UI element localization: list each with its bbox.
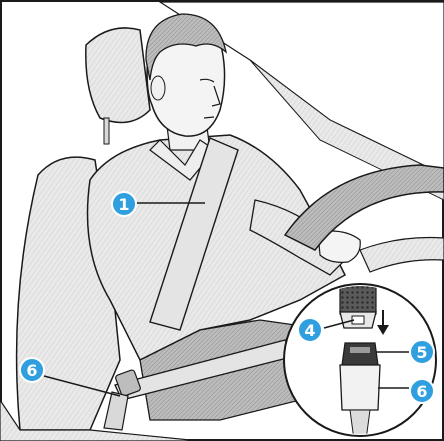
driver-ear bbox=[151, 76, 165, 100]
headrest-post bbox=[104, 118, 109, 144]
callout-6-buckle-label: 6 bbox=[416, 382, 427, 401]
callout-6-buckle: 6 bbox=[410, 379, 434, 403]
headrest bbox=[86, 28, 150, 123]
callout-6-lower-label: 6 bbox=[26, 361, 37, 380]
callout-5: 5 bbox=[410, 340, 434, 364]
callout-6-lower: 6 bbox=[20, 358, 44, 382]
callout-5-label: 5 bbox=[416, 343, 427, 362]
callout-1: 1 bbox=[112, 192, 136, 216]
callout-1-label: 1 bbox=[118, 195, 129, 214]
callout-4: 4 bbox=[298, 318, 322, 342]
detail-buckle-housing bbox=[340, 365, 380, 410]
detail-release-button bbox=[350, 347, 370, 353]
detail-buckle-latch bbox=[342, 343, 378, 365]
callout-4-label: 4 bbox=[304, 321, 315, 340]
